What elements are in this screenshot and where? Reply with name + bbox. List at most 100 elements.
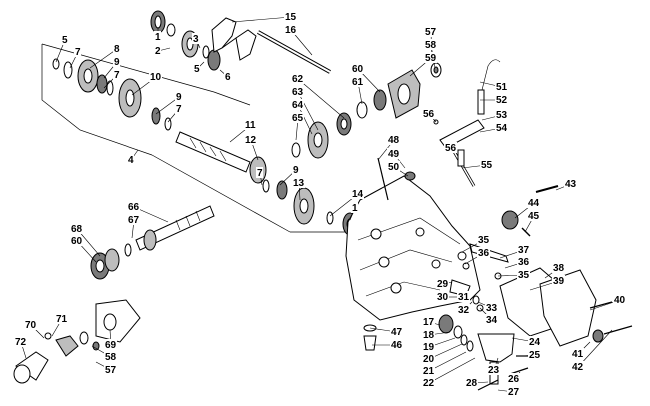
callout-c47: 47	[391, 327, 403, 338]
callout-bg-c23	[487, 364, 500, 375]
callout-bg-c58b	[104, 351, 117, 362]
callout-bg-c58a	[424, 39, 437, 50]
bearing-housing-top	[373, 62, 442, 119]
callout-bg-c20	[422, 353, 435, 364]
callout-c60b: 60	[71, 236, 83, 247]
callout-bg-c4	[127, 154, 134, 165]
callout-c29: 29	[437, 279, 449, 290]
callout-bg-c19	[422, 341, 435, 352]
callout-bg-c72	[14, 336, 27, 347]
callout-c57b: 57	[105, 365, 117, 376]
callout-bg-c46	[390, 339, 403, 350]
callout-bg-c25	[528, 349, 541, 360]
callout-bg-c34	[485, 314, 498, 325]
callout-c64: 64	[292, 100, 304, 111]
callout-bg-c9c	[292, 164, 299, 175]
callout-c28: 28	[466, 378, 478, 389]
callout-c60a: 60	[352, 64, 364, 75]
shift-linkage	[433, 59, 501, 187]
callout-c61: 61	[352, 77, 364, 88]
callout-c41: 41	[572, 349, 584, 360]
callout-bg-c47	[390, 326, 403, 337]
callout-bg-c41	[571, 348, 584, 359]
callout-c42: 42	[572, 362, 584, 373]
leader-line-c62	[297, 78, 345, 119]
callout-bg-c13	[292, 177, 305, 188]
callout-bg-c37	[517, 244, 530, 255]
callout-bg-c45	[527, 210, 540, 221]
callout-c24: 24	[529, 337, 541, 348]
callout-bg-c35b	[517, 269, 530, 280]
callout-bg-c60b	[70, 235, 83, 246]
callout-c39: 39	[553, 276, 565, 287]
callout-bg-c61	[351, 76, 364, 87]
callout-bg-c59	[424, 52, 437, 63]
callout-c31: 31	[458, 292, 470, 303]
callout-bg-c8	[113, 43, 120, 54]
callout-c18: 18	[423, 330, 435, 341]
callout-bg-c7a	[74, 46, 81, 57]
callout-bg-c39	[552, 275, 565, 286]
callout-bg-c10	[149, 71, 162, 82]
callout-c15: 15	[285, 12, 297, 23]
callout-bg-c35a	[477, 234, 490, 245]
callout-c55: 55	[481, 160, 493, 171]
callout-bg-c6	[224, 71, 231, 82]
leader-line-c22	[428, 357, 476, 384]
callout-bg-c7b	[113, 69, 120, 80]
callout-bg-c57b	[104, 364, 117, 375]
callout-c13: 13	[293, 178, 305, 189]
callout-c27: 27	[508, 387, 520, 398]
u-joint-group	[13, 299, 141, 384]
callout-c19: 19	[423, 342, 435, 353]
callout-c4: 4	[128, 155, 134, 166]
callout-c65: 65	[292, 113, 304, 124]
callout-c7c: 7	[176, 104, 182, 115]
callout-c2: 2	[155, 46, 161, 57]
callout-bg-c7d	[256, 167, 263, 178]
leader-line-c63	[297, 91, 319, 131]
callout-c36a: 36	[478, 248, 490, 259]
callout-c57a: 57	[425, 27, 437, 38]
callout-bg-c14	[351, 188, 364, 199]
callout-c68: 68	[71, 224, 83, 235]
callout-bg-c57a	[424, 26, 437, 37]
callout-bg-c29	[436, 278, 449, 289]
callout-c66: 66	[128, 202, 140, 213]
callout-bg-c7c	[175, 103, 182, 114]
callout-c40: 40	[614, 295, 626, 306]
callout-c14: 14	[352, 189, 364, 200]
callout-c16: 16	[285, 25, 297, 36]
callout-bg-c18	[422, 329, 435, 340]
callout-bg-c9a	[113, 56, 120, 67]
callout-bg-c55	[480, 159, 493, 170]
callout-c23: 23	[488, 365, 500, 376]
callout-c46: 46	[391, 340, 403, 351]
left-gear-stack	[52, 58, 172, 131]
leader-line-c21	[428, 351, 467, 372]
callout-bg-c17	[422, 316, 435, 327]
callout-c8: 8	[114, 44, 120, 55]
leader-line-c42	[577, 329, 613, 368]
callout-bg-c3	[192, 33, 199, 44]
callout-bg-c50	[387, 161, 400, 172]
callout-bg-c2	[154, 45, 161, 56]
callout-c58b: 58	[105, 352, 117, 363]
callout-c45: 45	[528, 211, 540, 222]
callout-bg-c49	[387, 148, 400, 159]
callout-bg-c5b	[61, 34, 68, 45]
callout-bg-c11	[244, 119, 257, 130]
callout-bg-c70	[24, 319, 37, 330]
callout-bg-c26	[507, 373, 520, 384]
callout-bg-c40	[613, 294, 626, 305]
callout-c22: 22	[423, 378, 435, 389]
callout-bg-c9b	[175, 91, 182, 102]
callout-c48: 48	[388, 135, 400, 146]
callout-bg-c69	[104, 339, 117, 350]
callout-bg-c1b	[351, 202, 358, 213]
callout-c1: 1	[155, 32, 161, 43]
callout-bg-c15	[284, 11, 297, 22]
callout-bg-c1	[154, 31, 161, 42]
callout-c10: 10	[150, 72, 162, 83]
